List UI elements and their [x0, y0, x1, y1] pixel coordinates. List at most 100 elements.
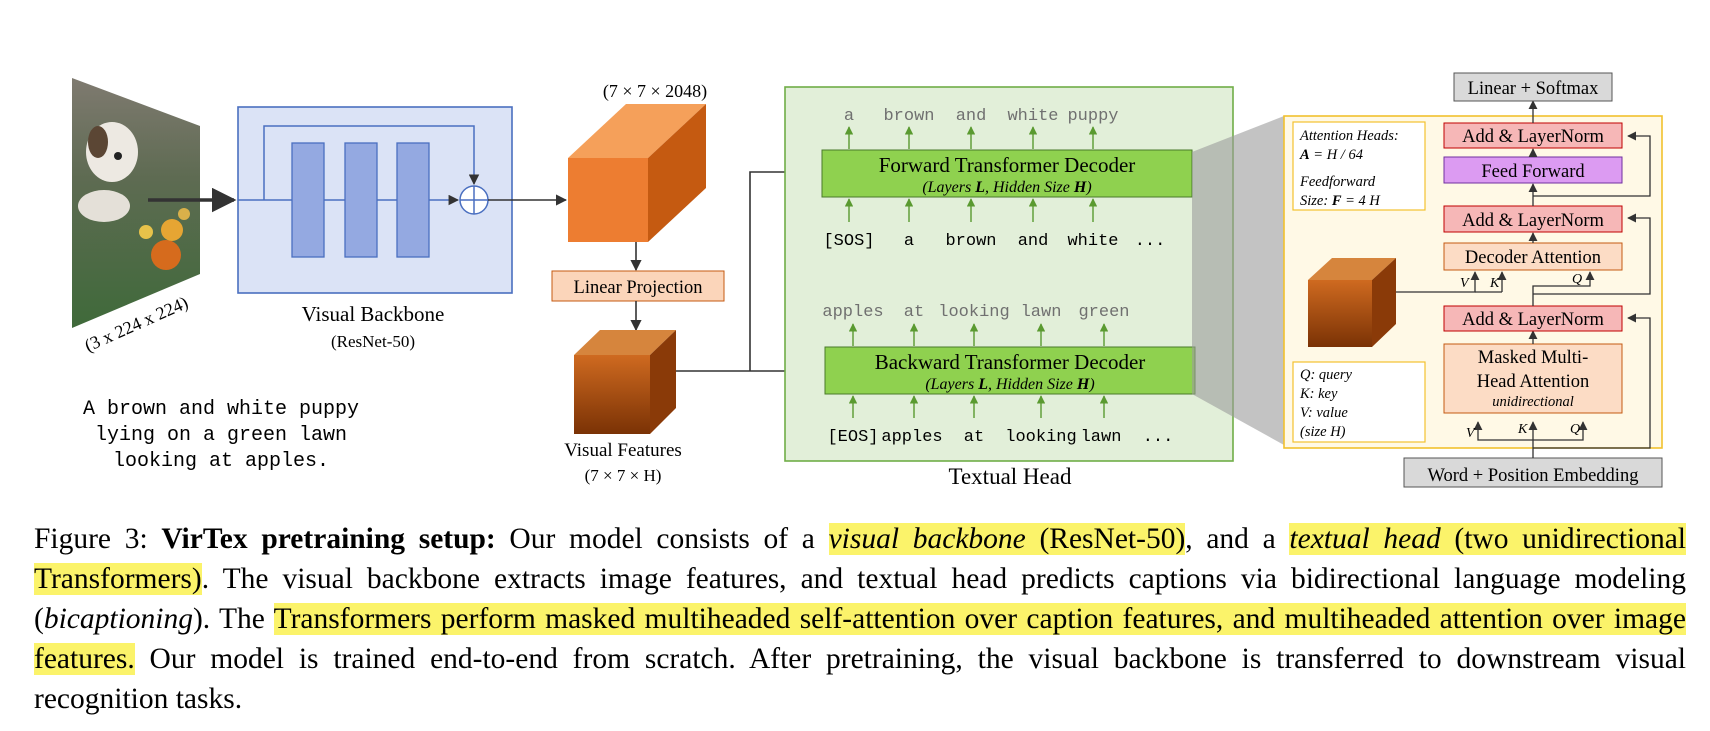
svg-text:brown: brown	[883, 107, 934, 126]
svg-text:Q: query: Q: query	[1300, 367, 1353, 383]
backward-input-tokens: [EOS] apples at looking lawn ...	[827, 428, 1173, 447]
svg-text:Attention Heads:: Attention Heads:	[1299, 128, 1399, 144]
visual-backbone-title: Visual Backbone	[302, 302, 445, 326]
sample-caption: A brown and white puppy lying on a green…	[83, 398, 359, 473]
svg-text:...: ...	[1143, 428, 1174, 447]
textual-head-label: Textual Head	[949, 464, 1072, 489]
figure-caption: Figure 3: VirTex pretraining setup: Our …	[34, 519, 1686, 719]
forward-input-tokens: [SOS] a brown and white ...	[823, 232, 1165, 251]
backward-decoder: Backward Transformer Decoder (Layers L, …	[824, 346, 1196, 395]
svg-text:(size H): (size H)	[1300, 424, 1346, 440]
add-norm-box-2	[1443, 205, 1623, 233]
svg-text:white: white	[1007, 107, 1058, 126]
add-norm-box-1	[1443, 305, 1623, 332]
svg-text:lying on a green lawn: lying on a green lawn	[95, 424, 347, 447]
forward-decoder-title: Forward Transformer Decoder	[879, 153, 1136, 177]
masked-attention-label: Masked Multi-	[1478, 348, 1588, 368]
svg-text:looking at apples.: looking at apples.	[113, 450, 329, 473]
linear-softmax-label: Linear + Softmax	[1468, 79, 1599, 99]
svg-text:K: key: K: key	[1299, 386, 1338, 402]
feed-forward-label: Feed Forward	[1481, 162, 1585, 182]
qkv-labels-top: V K Q	[1460, 272, 1582, 291]
forward-output-tokens: a brown and white puppy	[844, 107, 1119, 126]
svg-text:lawn: lawn	[1021, 303, 1062, 322]
textual-head-box	[784, 86, 1234, 462]
qkv-legend-text: Q: query K: key V: value (size H)	[1299, 367, 1353, 440]
figure-label: Figure 3:	[34, 523, 162, 555]
linear-projection-label: Linear Projection	[574, 278, 703, 298]
backward-decoder-title: Backward Transformer Decoder	[875, 350, 1146, 374]
backward-output-tokens: apples at looking lawn green	[822, 303, 1129, 322]
unidirectional-label: unidirectional	[1492, 394, 1574, 410]
svg-text:looking: looking	[938, 303, 1009, 322]
hyperparam-box	[1292, 121, 1426, 211]
masked-attention-box	[1443, 343, 1623, 414]
svg-text:apples: apples	[881, 428, 942, 447]
residual-add-icon	[459, 185, 489, 215]
svg-text:K: K	[1517, 422, 1528, 437]
svg-text:A = H / 64: A = H / 64	[1299, 147, 1363, 163]
svg-text:Q: Q	[1572, 272, 1582, 287]
caption-text: ). The	[192, 603, 274, 635]
svg-text:apples: apples	[822, 303, 883, 322]
add-norm-box-3	[1443, 122, 1623, 149]
caption-title: VirTex pretraining setup:	[161, 523, 496, 555]
svg-text:...: ...	[1135, 232, 1166, 251]
qkv-labels-bottom: V K Q	[1466, 422, 1580, 441]
feature-map-cube	[568, 104, 706, 242]
visual-features-cube	[574, 330, 676, 434]
caption-text: . The visual backbone extracts image fea…	[34, 563, 1686, 635]
linear-softmax-box	[1453, 72, 1613, 102]
svg-text:at: at	[964, 428, 984, 447]
svg-text:and: and	[1018, 232, 1049, 251]
linear-projection-box	[551, 270, 725, 302]
visual-features-title: Visual Features	[564, 440, 682, 461]
resnet-block	[344, 142, 378, 258]
caption-text: , and a	[1185, 523, 1290, 555]
svg-text:a: a	[904, 232, 914, 251]
add-norm-label: Add & LayerNorm	[1462, 310, 1604, 330]
caption-text: Our model is trained end-to-end from scr…	[34, 643, 1686, 715]
zoom-projection	[1192, 116, 1284, 445]
decoder-attention-box	[1443, 242, 1623, 271]
svg-text:V: V	[1460, 276, 1470, 291]
svg-text:lawn: lawn	[1081, 428, 1122, 447]
svg-text:brown: brown	[945, 232, 996, 251]
svg-text:V: V	[1466, 426, 1476, 441]
panel-visual-features-cube	[1308, 258, 1396, 347]
svg-text:K: K	[1489, 276, 1500, 291]
caption-italic: bicaptioning	[43, 603, 193, 635]
visual-backbone-subtitle: (ResNet-50)	[331, 332, 415, 351]
caption-text: Our model consists of a	[495, 523, 829, 555]
highlight-visual-backbone: visual backbone (ResNet-50)	[828, 523, 1186, 555]
forward-decoder-subtitle: (Layers L, Hidden Size H)	[922, 179, 1091, 196]
svg-text:[SOS]: [SOS]	[823, 232, 874, 251]
qkv-legend-box	[1292, 361, 1426, 443]
masked-attention-label: Head Attention	[1477, 372, 1590, 392]
svg-text:a: a	[844, 107, 854, 126]
svg-text:[EOS]: [EOS]	[827, 428, 878, 447]
add-norm-label: Add & LayerNorm	[1462, 127, 1604, 147]
svg-text:white: white	[1067, 232, 1118, 251]
feed-forward-box	[1443, 156, 1623, 184]
resnet-block	[291, 142, 325, 258]
svg-text:V: value: V: value	[1300, 405, 1348, 421]
svg-text:and: and	[956, 107, 987, 126]
svg-text:green: green	[1078, 303, 1129, 322]
visual-features-dims: (7 × 7 × H)	[585, 466, 662, 485]
svg-text:A brown and white puppy: A brown and white puppy	[83, 398, 359, 421]
forward-decoder: Forward Transformer Decoder (Layers L, H…	[821, 149, 1193, 198]
hyperparam-text: Attention Heads: A = H / 64 Feedforward …	[1299, 128, 1399, 209]
decoder-attention-label: Decoder Attention	[1465, 248, 1601, 268]
svg-text:at: at	[904, 303, 924, 322]
svg-text:Feedforward: Feedforward	[1299, 174, 1376, 190]
add-norm-label: Add & LayerNorm	[1462, 211, 1604, 231]
backward-decoder-subtitle: (Layers L, Hidden Size H)	[925, 376, 1094, 393]
feature-map-dims: (7 × 7 × 2048)	[603, 81, 707, 102]
embedding-label: Word + Position Embedding	[1428, 466, 1639, 486]
architecture-diagram: (3 x 224 x 224) A brown and white puppy …	[72, 72, 1663, 489]
svg-text:looking: looking	[1005, 428, 1076, 447]
svg-text:Q: Q	[1570, 422, 1580, 437]
svg-text:Size: F = 4 H: Size: F = 4 H	[1300, 193, 1381, 209]
input-image	[72, 78, 200, 328]
